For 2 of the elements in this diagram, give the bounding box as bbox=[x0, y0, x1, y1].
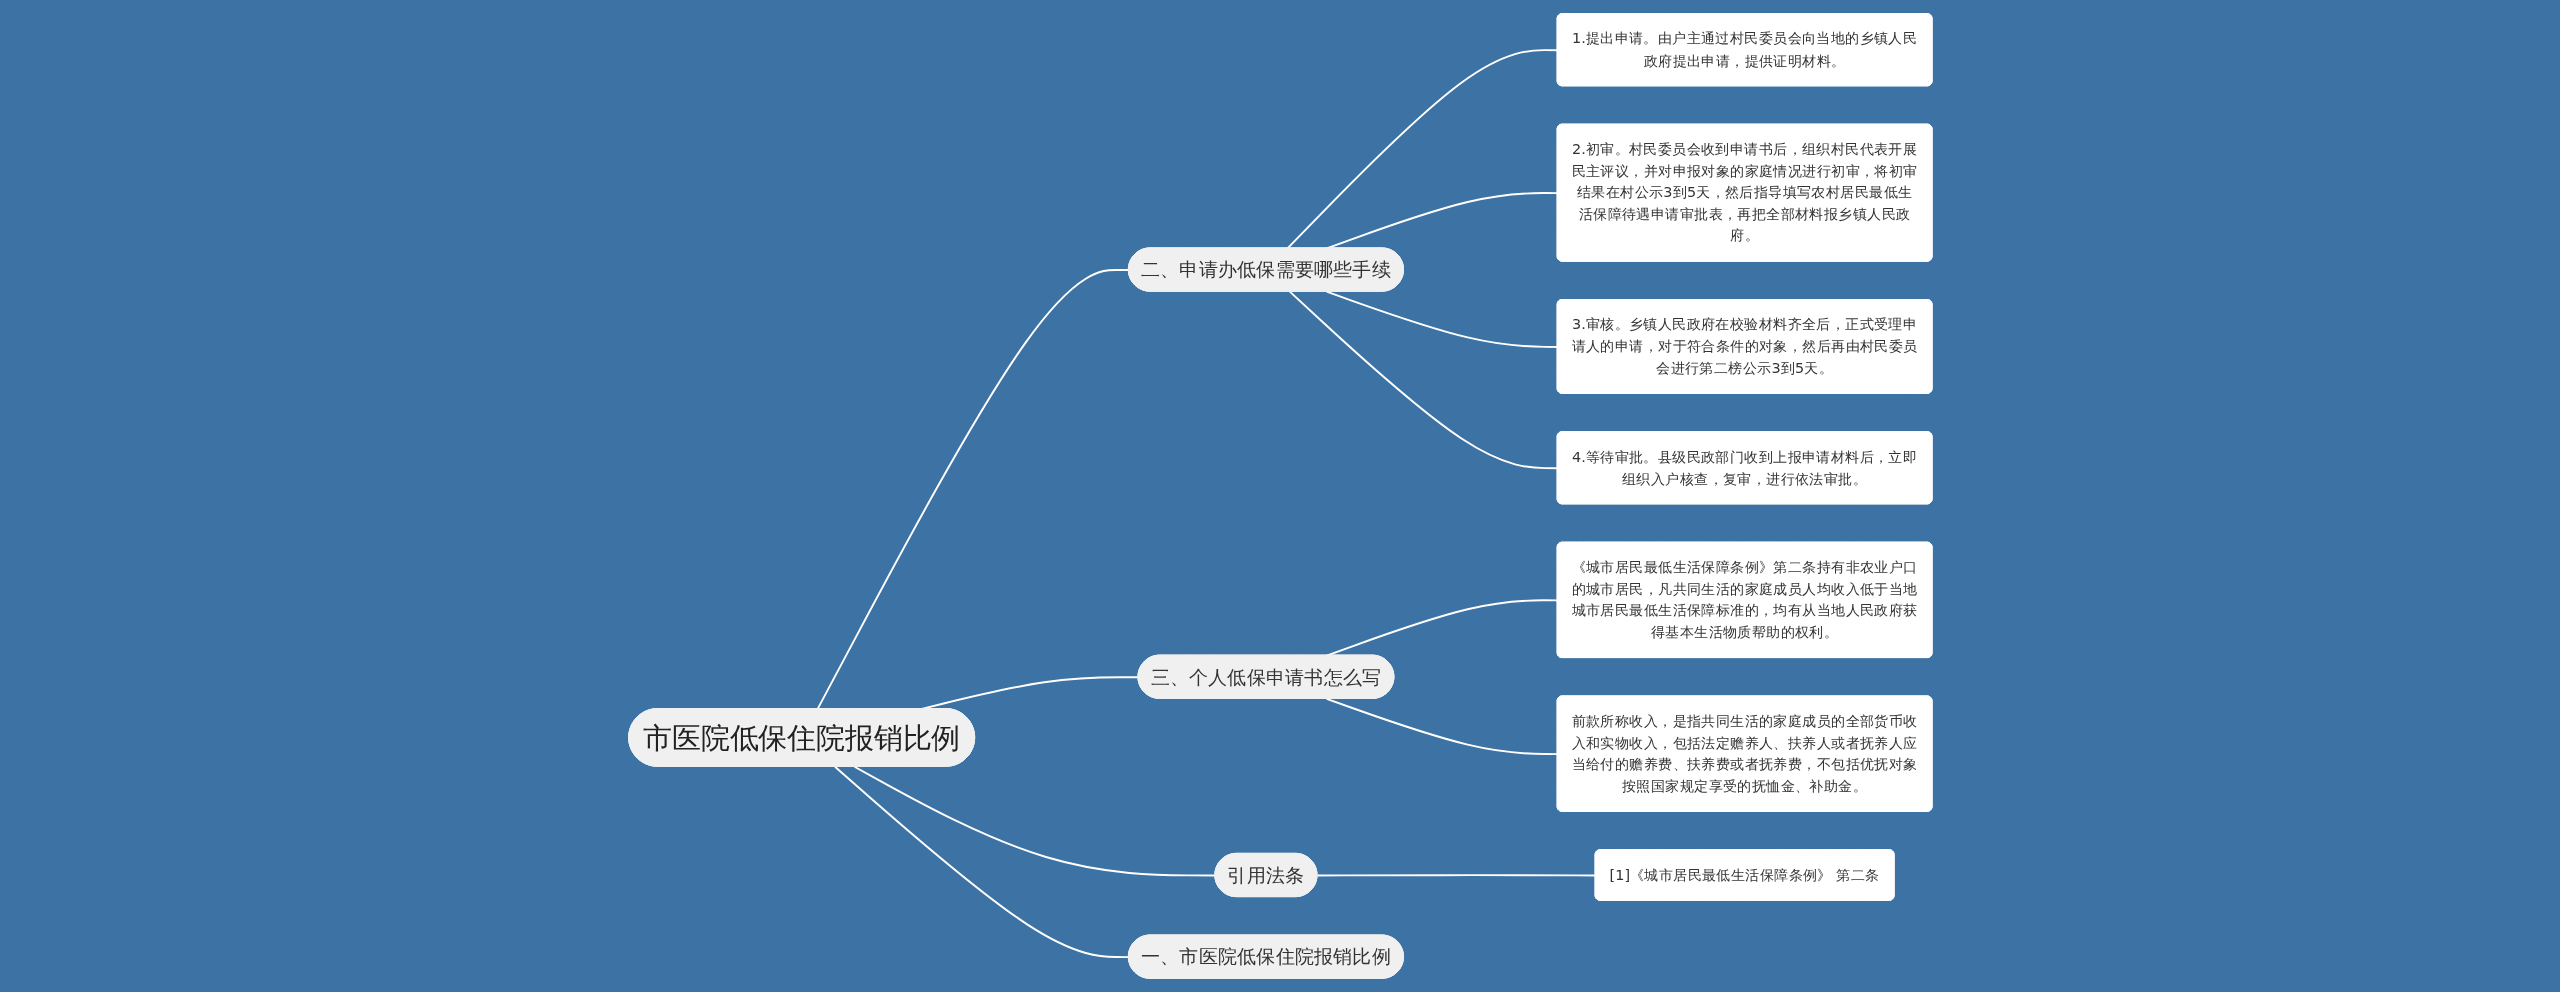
connector bbox=[853, 765, 1216, 877]
connector bbox=[833, 765, 1130, 959]
